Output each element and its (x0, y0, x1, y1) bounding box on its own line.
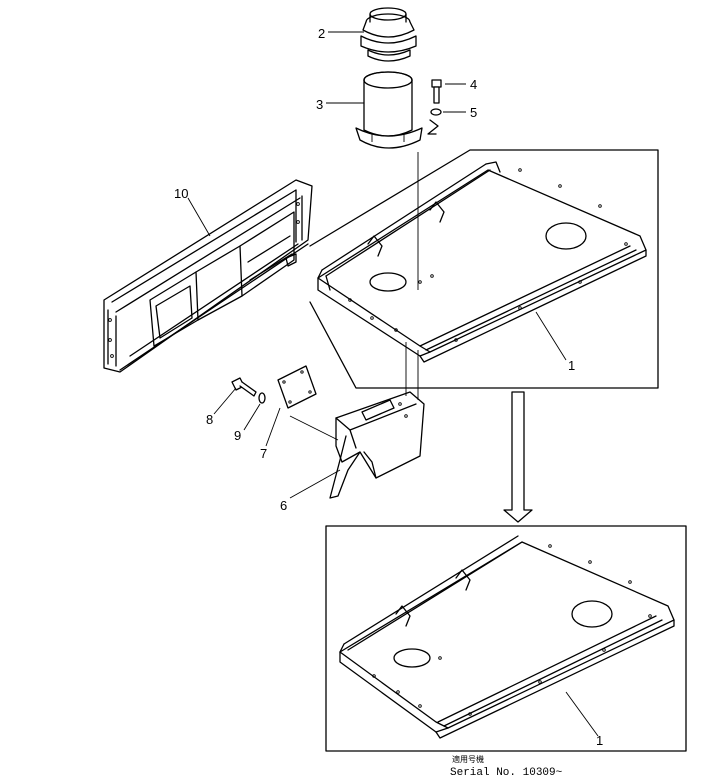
part-8-bolt (231, 377, 257, 397)
callout-9: 9 (234, 428, 241, 443)
callout-3: 3 (316, 97, 323, 112)
callout-2: 2 (318, 26, 325, 41)
assembly-lines (289, 152, 419, 441)
callout-5: 5 (470, 105, 477, 120)
callout-8: 8 (206, 412, 213, 427)
callout-4: 4 (470, 77, 477, 92)
part-2-cap (360, 7, 417, 62)
bottom-detail-frame (325, 525, 687, 752)
leader-lines (187, 31, 599, 737)
top-floor-plate (317, 161, 647, 363)
part-10-side-panel (103, 179, 313, 373)
part-6-bracket (329, 391, 425, 499)
callout-1-bottom: 1 (596, 733, 603, 748)
applicable-serial-label: 適用号機 (452, 754, 484, 764)
part-5-washer (427, 108, 442, 135)
part-7-plate (277, 365, 317, 409)
bottom-floor-plate (339, 535, 675, 739)
part-4-bolt (431, 79, 442, 104)
callout-6: 6 (280, 498, 287, 513)
callout-7: 7 (260, 446, 267, 461)
top-detail-frame (309, 149, 659, 389)
serial-number: Serial No. 10309~ (450, 767, 563, 779)
callout-10: 10 (174, 186, 188, 201)
part-9-washer (258, 392, 266, 404)
transition-arrow (503, 391, 533, 523)
callout-1-top: 1 (568, 358, 575, 373)
part-3-cylinder (355, 71, 423, 149)
